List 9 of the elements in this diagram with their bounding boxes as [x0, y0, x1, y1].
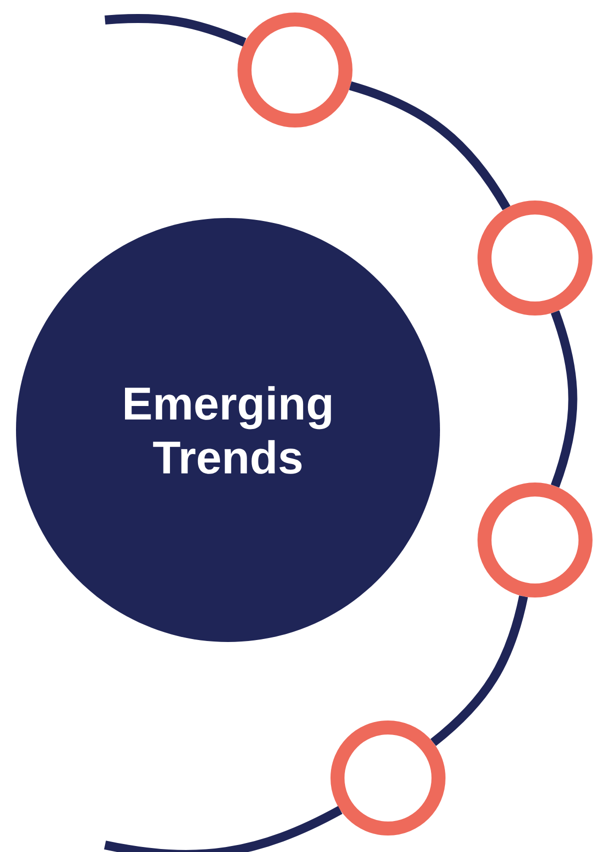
ring-marker [478, 200, 592, 316]
arc-line [104, 806, 342, 852]
ring-marker [238, 12, 352, 128]
arc-line [550, 310, 578, 488]
arc-line [348, 81, 510, 210]
arc-line [430, 595, 528, 746]
ring-marker [330, 720, 446, 836]
arc-line [104, 14, 246, 47]
ring-marker [478, 482, 592, 598]
